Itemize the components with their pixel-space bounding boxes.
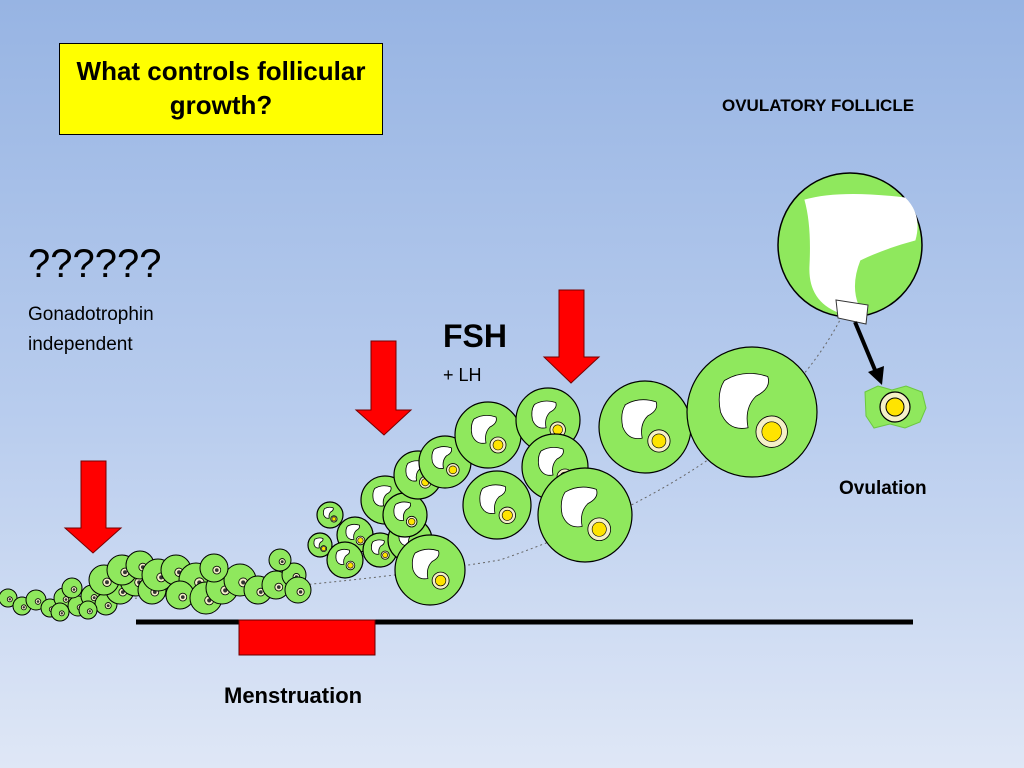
growth-trajectory-line xyxy=(14,319,841,606)
antral-follicle xyxy=(316,501,344,529)
fsh-label: FSH xyxy=(443,318,507,354)
antral-follicle xyxy=(598,380,692,474)
primordial-follicle xyxy=(268,548,292,572)
menstruation-bar xyxy=(238,619,376,656)
antral-follicle xyxy=(537,467,633,563)
unknown-marks: ?????? xyxy=(28,242,162,286)
primordial-follicle xyxy=(50,602,70,622)
ovulation-label: Ovulation xyxy=(839,478,927,499)
ovulatory-follicle-label: OVULATORY FOLLICLE xyxy=(722,96,915,115)
released-oocyte xyxy=(864,385,927,429)
antral-follicle xyxy=(382,492,428,538)
primordial-follicle-cluster xyxy=(0,548,312,622)
gonadotrophin-independent-text: Gonadotrophin independent xyxy=(28,304,154,355)
antral-follicle xyxy=(326,541,364,579)
menstruation-label: Menstruation xyxy=(224,683,363,708)
primordial-follicle xyxy=(284,576,312,604)
antral-follicle xyxy=(454,401,522,469)
primordial-follicle xyxy=(165,580,195,610)
primordial-follicle xyxy=(61,577,83,599)
primordial-follicle xyxy=(78,600,98,620)
antral-follicle xyxy=(462,470,532,540)
ovulation-arrow xyxy=(853,321,884,385)
ovulatory-follicle xyxy=(777,172,923,325)
antral-follicle xyxy=(394,534,466,606)
primordial-follicle xyxy=(199,553,229,583)
lh-label: + LH xyxy=(443,365,482,385)
antral-follicle-group xyxy=(307,346,818,606)
down-arrow-2 xyxy=(354,340,413,436)
title-box: What controls follicular growth? xyxy=(59,43,383,135)
down-arrow-1 xyxy=(63,460,123,554)
down-arrow-3 xyxy=(542,289,601,384)
antral-follicle xyxy=(686,346,818,478)
antral-follicle xyxy=(307,532,333,558)
